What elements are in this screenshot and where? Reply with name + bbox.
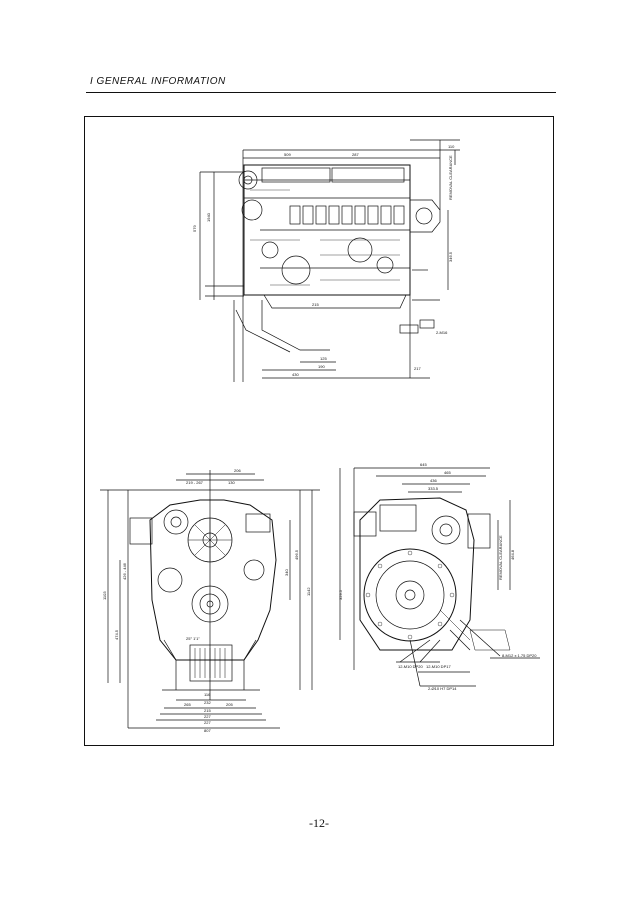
rear-callout-2: 12-M10 DP20 xyxy=(398,664,423,669)
side-dim-bottom-1: 215 xyxy=(312,302,319,307)
side-dim-bottom-2: 125 xyxy=(320,356,327,361)
front-view-drawing xyxy=(100,470,320,729)
side-dim-right-3: 2-M16 xyxy=(436,330,448,335)
front-dim-side-3: 496.5 xyxy=(294,549,299,560)
front-dim-bottom-3: 265 xyxy=(184,702,191,707)
side-view-drawing xyxy=(199,139,460,382)
front-dim-top-3: 130 xyxy=(228,480,235,485)
side-removal-clearance: REMOVAL CLEARANCE xyxy=(448,155,453,200)
rear-removal-clearance: REMOVAL CLEARANCE xyxy=(498,535,503,580)
rear-callout-5: 329.5 xyxy=(338,589,343,600)
front-dim-bottom-2: 232 xyxy=(204,700,211,705)
page-header: I GENERAL INFORMATION xyxy=(86,76,556,93)
rear-dim-top-3: 436 xyxy=(430,478,437,483)
rear-dim-top-1: 645 xyxy=(420,462,427,467)
side-dim-left-2: 1940 xyxy=(206,212,211,222)
front-dim-side-6: 340 xyxy=(284,569,289,576)
rear-callout-3: 12-M10 DP17 xyxy=(426,664,451,669)
rear-dim-top-2: 465 xyxy=(444,470,451,475)
side-view-labels: 509 287 110 579 1940 215 125 190 430 346… xyxy=(192,144,455,377)
front-dim-side-5: 1142 xyxy=(306,587,311,596)
rear-view-drawing xyxy=(339,467,540,687)
front-dim-bottom-8: 807 xyxy=(204,728,211,733)
side-dim-left-1: 579 xyxy=(192,225,197,232)
rear-view-labels: 645 465 436 333.5 464.8 REMOVAL CLEARANC… xyxy=(338,462,537,691)
section-title: I GENERAL INFORMATION xyxy=(90,76,226,87)
front-angle: 25° 1'1" xyxy=(186,636,200,641)
front-dim-top-1: 206 xyxy=(234,468,241,473)
rear-callout-1: 8-M12 x 1.75 DP20 xyxy=(502,653,537,658)
side-dim-right-1: 346.5 xyxy=(448,251,453,262)
side-dim-bottom-4: 430 xyxy=(292,372,299,377)
page-number: -12- xyxy=(309,816,329,830)
side-dim-right-2: 217 xyxy=(414,366,421,371)
front-dim-bottom-7: 227 xyxy=(204,720,211,725)
front-dim-side-2: 474.5 xyxy=(114,629,119,640)
front-dim-bottom-6: 227 xyxy=(204,714,211,719)
front-dim-bottom-4: 205 xyxy=(226,702,233,707)
side-dim-top-1: 509 xyxy=(284,152,291,157)
front-dim-side-4: 426 - 446 xyxy=(122,562,127,580)
rear-dim-top-4: 333.5 xyxy=(428,486,439,491)
front-view-labels: 206 219 - 267 130 1103 474.5 496.5 426 -… xyxy=(102,468,311,733)
side-dim-top-2: 287 xyxy=(352,152,359,157)
front-dim-bottom-1: 116 xyxy=(204,692,211,697)
rear-callout-4: 2-Ø10 H7 DP14 xyxy=(428,686,457,691)
side-dim-bottom-3: 190 xyxy=(318,364,325,369)
rear-dim-right-1: 464.8 xyxy=(510,549,515,560)
front-dim-bottom-5: 215 xyxy=(204,708,211,713)
front-dim-top-2: 219 - 267 xyxy=(186,480,204,485)
drawing-frame xyxy=(84,116,554,746)
front-dim-side-1: 1103 xyxy=(102,591,107,600)
side-dim-top-3: 110 xyxy=(448,144,455,149)
